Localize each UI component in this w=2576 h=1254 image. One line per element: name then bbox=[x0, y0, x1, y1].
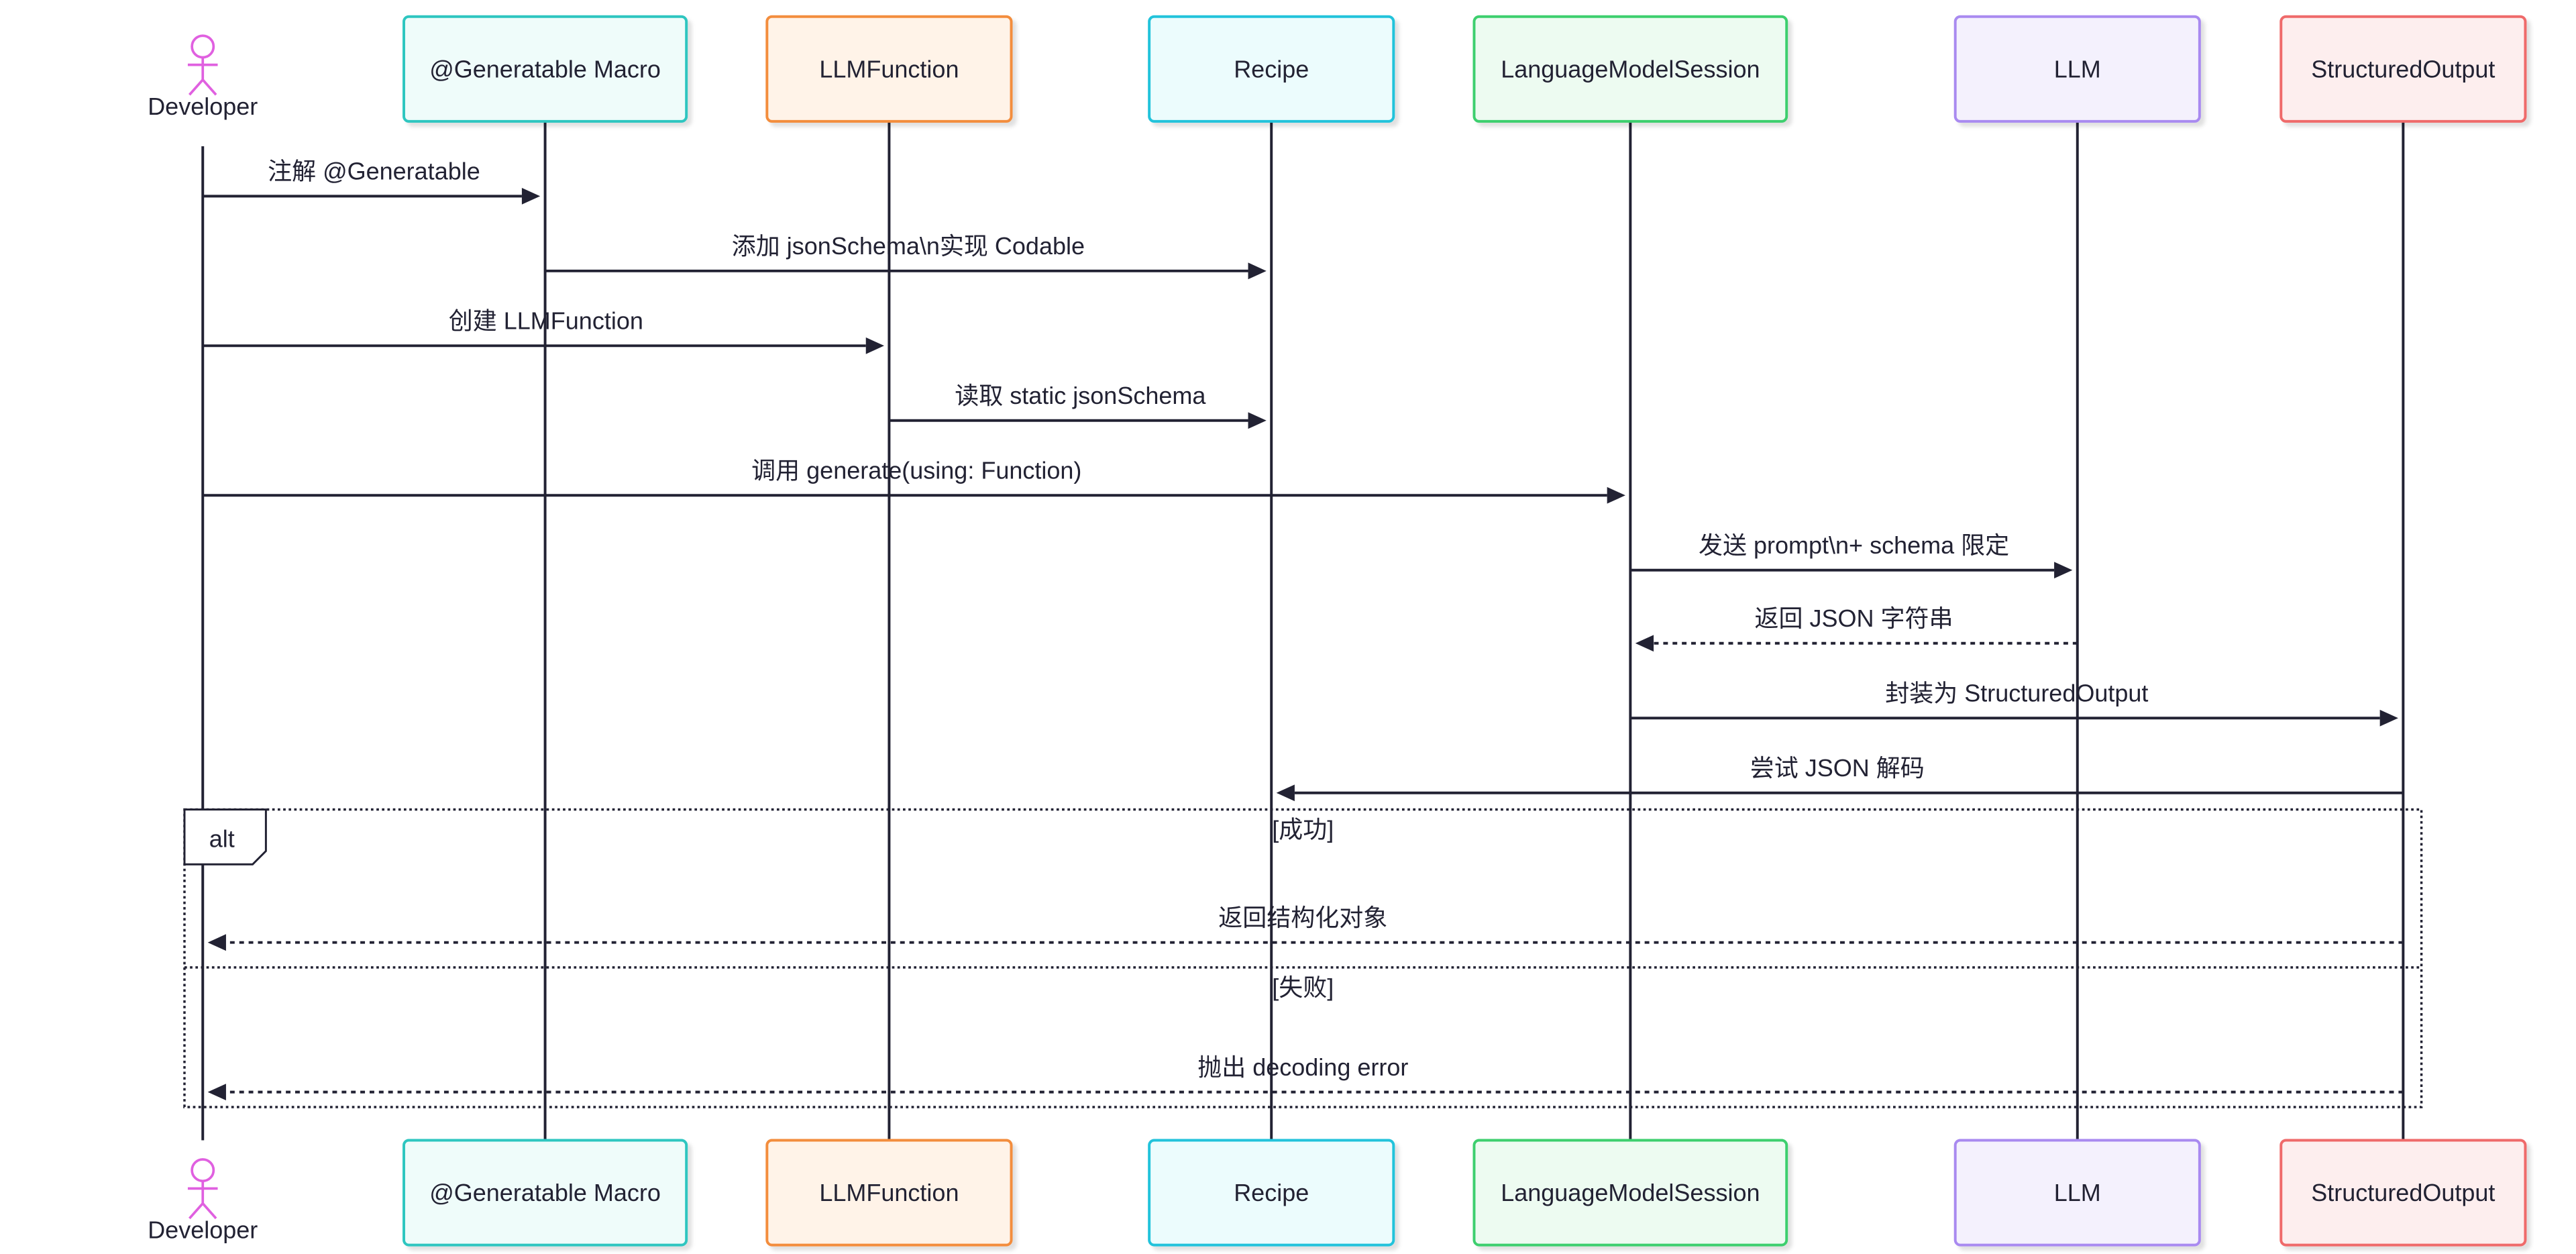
alt-frame-border bbox=[183, 808, 2423, 1108]
participant-label: @Generatable Macro bbox=[429, 55, 661, 83]
participant-label: LanguageModelSession bbox=[1501, 55, 1760, 83]
message-label: 添加 jsonSchema\n实现 Codable bbox=[732, 232, 1085, 260]
message-6: 发送 prompt\n+ schema 限定 bbox=[1630, 531, 2073, 579]
participant-label: Recipe bbox=[1234, 1179, 1309, 1206]
actor-bottom[interactable]: Developer bbox=[148, 1158, 258, 1244]
participant-session-top[interactable]: LanguageModelSession bbox=[1472, 15, 1788, 123]
participant-out-bottom[interactable]: StructuredOutput bbox=[2279, 1139, 2527, 1247]
participant-recipe-bottom[interactable]: Recipe bbox=[1148, 1139, 1395, 1247]
participant-box bbox=[1953, 1139, 2201, 1247]
person-icon bbox=[187, 34, 218, 96]
participant-macro-bottom[interactable]: @Generatable Macro bbox=[402, 1139, 688, 1247]
message-label: 注解 @Generatable bbox=[268, 158, 480, 185]
participant-label: LLMFunction bbox=[819, 1179, 959, 1206]
arrowhead-icon bbox=[2379, 709, 2398, 727]
message-label: 调用 generate(using: Function) bbox=[751, 456, 1081, 484]
arrowhead-icon bbox=[521, 187, 541, 205]
participant-label: LanguageModelSession bbox=[1501, 1179, 1760, 1206]
message-4: 读取 static jsonSchema bbox=[889, 382, 1267, 429]
participant-label: LLMFunction bbox=[819, 55, 959, 83]
participant-label: @Generatable Macro bbox=[429, 1179, 661, 1206]
arrowhead-icon bbox=[1248, 412, 1267, 429]
participant-box bbox=[1953, 15, 2201, 123]
participant-label: StructuredOutput bbox=[2311, 55, 2495, 83]
actor-label: Developer bbox=[148, 1216, 258, 1244]
participant-box bbox=[1472, 1139, 1788, 1247]
participant-box bbox=[2279, 1139, 2527, 1247]
arrowhead-icon bbox=[865, 337, 884, 354]
actor-top[interactable]: Developer bbox=[148, 34, 258, 120]
message-label: 封装为 StructuredOutput bbox=[1885, 679, 2148, 707]
arrowhead-icon bbox=[1276, 784, 1295, 802]
participant-label: Recipe bbox=[1234, 55, 1309, 83]
alt-condition: [失败] bbox=[1272, 974, 1334, 1001]
participant-box bbox=[2279, 15, 2527, 123]
message-8: 封装为 StructuredOutput bbox=[1630, 679, 2398, 727]
message-label: 返回 JSON 字符串 bbox=[1755, 605, 1953, 632]
alt-frame: alt [成功] [失败] bbox=[183, 808, 2423, 1108]
message-label: 发送 prompt\n+ schema 限定 bbox=[1699, 531, 2009, 559]
participant-session-bottom[interactable]: LanguageModelSession bbox=[1472, 1139, 1788, 1247]
participant-box bbox=[765, 1139, 1013, 1247]
participant-fn-bottom[interactable]: LLMFunction bbox=[765, 1139, 1013, 1247]
message-label: 抛出 decoding error bbox=[1197, 1053, 1408, 1081]
message-11: 抛出 decoding error bbox=[207, 1053, 2404, 1101]
person-icon bbox=[187, 1158, 218, 1220]
participant-box bbox=[1148, 1139, 1395, 1247]
alt-label-tab bbox=[183, 808, 267, 866]
participant-box bbox=[765, 15, 1013, 123]
participant-recipe-top[interactable]: Recipe bbox=[1148, 15, 1395, 123]
participant-box bbox=[1148, 15, 1395, 123]
participant-box bbox=[1472, 15, 1788, 123]
message-3: 创建 LLMFunction bbox=[203, 307, 884, 354]
arrowhead-icon bbox=[1248, 262, 1267, 280]
message-7: 返回 JSON 字符串 bbox=[1635, 605, 2078, 652]
participant-label: LLM bbox=[2054, 55, 2101, 83]
message-1: 注解 @Generatable bbox=[203, 158, 541, 205]
arrowhead-icon bbox=[2054, 562, 2073, 579]
participant-llm-top[interactable]: LLM bbox=[1953, 15, 2201, 123]
message-label: 返回结构化对象 bbox=[1218, 904, 1387, 931]
participant-label: StructuredOutput bbox=[2311, 1179, 2495, 1206]
message-5: 调用 generate(using: Function) bbox=[203, 456, 1625, 504]
participant-out-top[interactable]: StructuredOutput bbox=[2279, 15, 2527, 123]
arrowhead-icon bbox=[207, 934, 226, 951]
arrowhead-icon bbox=[1607, 486, 1625, 504]
alt-condition: [成功] bbox=[1272, 816, 1334, 843]
participant-llm-bottom[interactable]: LLM bbox=[1953, 1139, 2201, 1247]
message-label: 创建 LLMFunction bbox=[449, 307, 643, 335]
participant-macro-top[interactable]: @Generatable Macro bbox=[402, 15, 688, 123]
message-label: 读取 static jsonSchema bbox=[955, 382, 1206, 409]
arrowhead-icon bbox=[1635, 635, 1654, 652]
arrowhead-icon bbox=[207, 1084, 226, 1101]
alt-label: alt bbox=[209, 825, 235, 852]
participant-fn-top[interactable]: LLMFunction bbox=[765, 15, 1013, 123]
message-9: 尝试 JSON 解码 bbox=[1276, 754, 2404, 802]
message-label: 尝试 JSON 解码 bbox=[1750, 754, 1925, 782]
actor-label: Developer bbox=[148, 93, 258, 120]
participant-box bbox=[402, 1139, 688, 1247]
message-2: 添加 jsonSchema\n实现 Codable bbox=[545, 232, 1267, 280]
message-10: 返回结构化对象 bbox=[207, 904, 2404, 951]
participant-box bbox=[402, 15, 688, 123]
participant-label: LLM bbox=[2054, 1179, 2101, 1206]
